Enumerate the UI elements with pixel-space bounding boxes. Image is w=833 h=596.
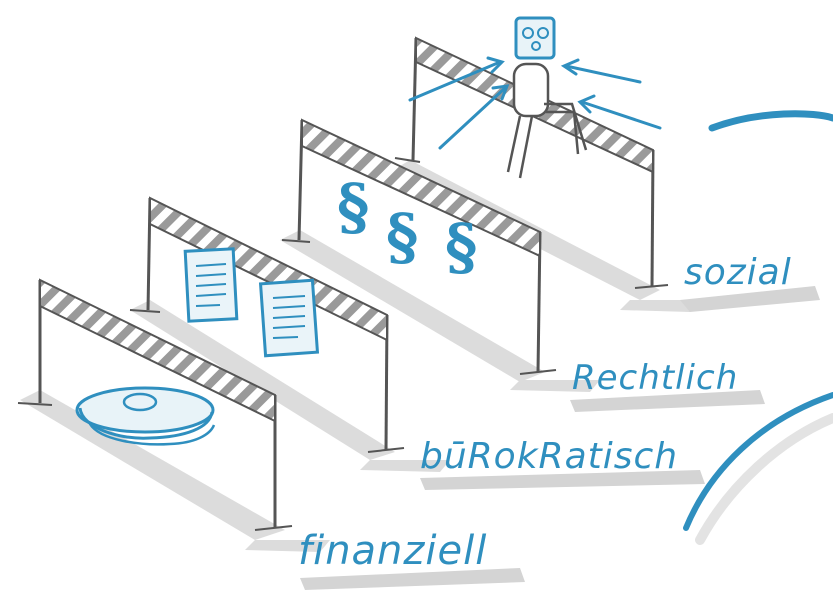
label-buerokratisch: būRokRatisch [420,436,679,477]
swoosh-shadow [695,413,833,545]
hurdle-buerokratisch [129,196,405,453]
coin-icon [75,386,216,446]
document-icon-2 [258,278,320,358]
document-icon [183,247,239,323]
pressure-arrow-icon [408,56,662,150]
svg-text:§: § [337,170,369,243]
hurdle-finanziell [17,278,293,531]
label-underlines [300,286,820,590]
svg-text:§: § [445,210,477,283]
label-sozial: sozial [684,252,792,293]
stick-figure [506,16,588,179]
paragraph-icon: § § § [337,170,477,283]
svg-text:§: § [386,200,418,273]
blue-swoosh-lower [683,392,833,531]
label-rechtlich: Rechtlich [572,358,739,398]
blue-swoosh [708,110,833,132]
label-finanziell: finanziell [298,528,488,574]
hurdle-rechtlich [281,118,557,375]
